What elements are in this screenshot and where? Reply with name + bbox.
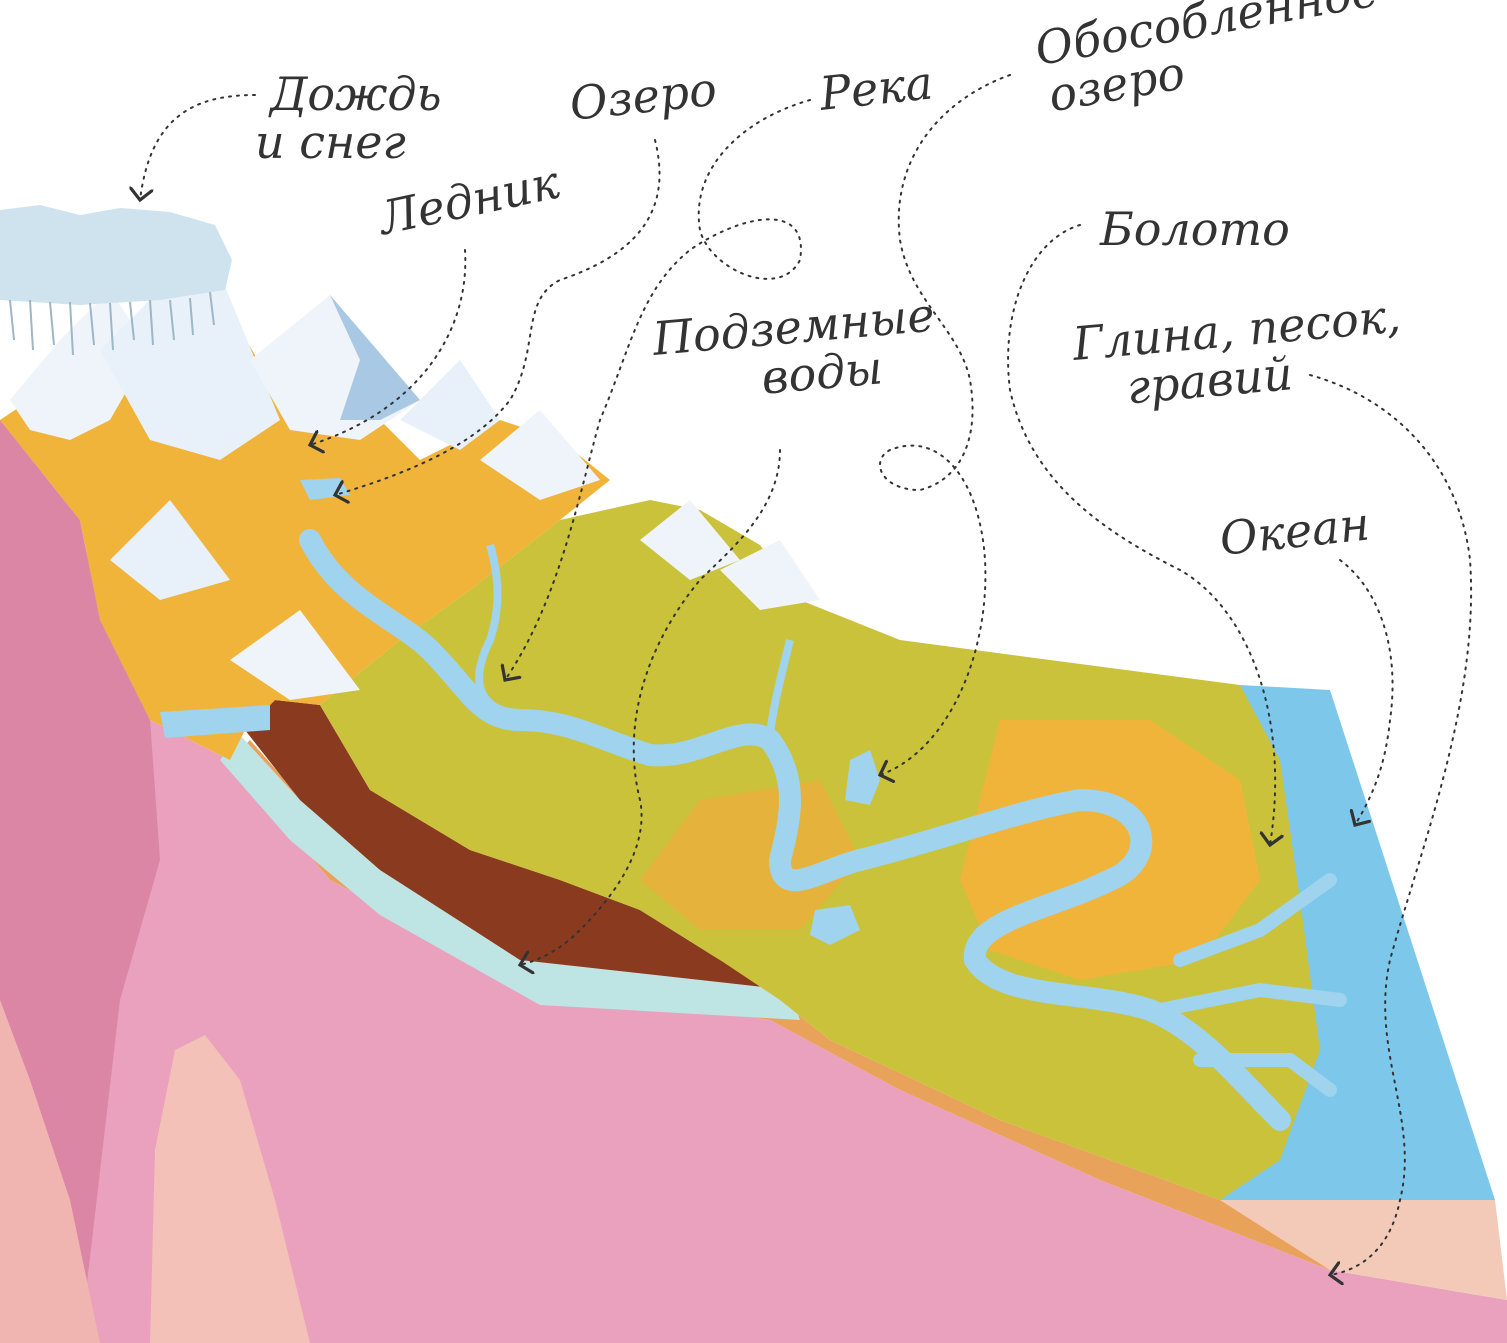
label-rain-snow: Дождь и снег <box>270 70 442 167</box>
label-river-text: Река <box>817 58 935 118</box>
label-swamp-text: Болото <box>1100 205 1290 253</box>
label-river: Река <box>817 58 935 118</box>
label-rain-snow-line-2: и снег <box>255 118 442 166</box>
rain-cloud <box>0 205 232 305</box>
label-rain-snow-line-1: Дождь <box>270 70 442 118</box>
label-swamp: Болото <box>1100 205 1290 253</box>
leader-rain-snow <box>140 95 255 200</box>
